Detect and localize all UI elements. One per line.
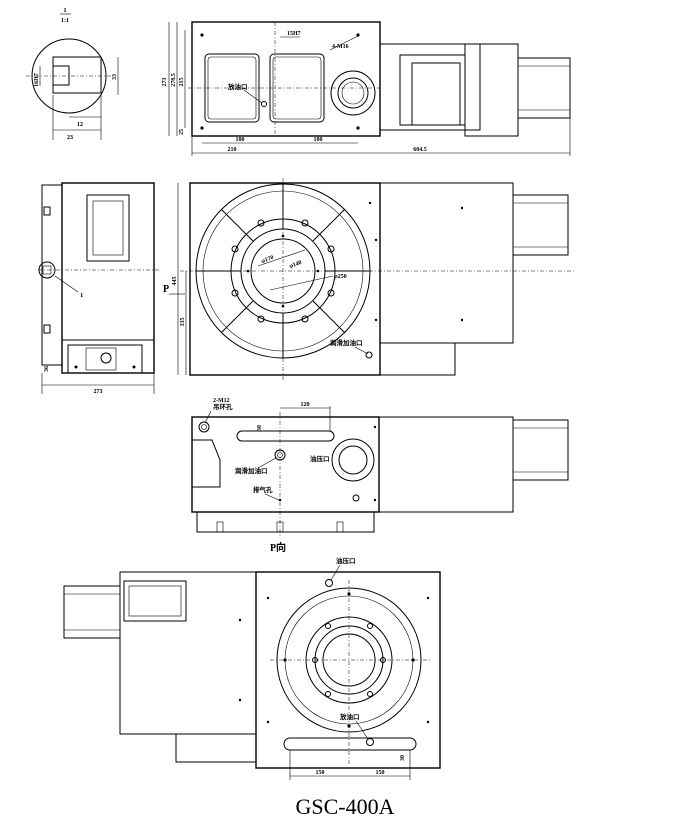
front-dim-phi250: φ250 bbox=[334, 274, 347, 280]
p-view: 2-M12 吊环孔 120 30 润滑加油口 油压口 排气孔 P向 bbox=[191, 398, 569, 554]
bottom-dim-150b: 150 bbox=[376, 770, 385, 776]
detail-dim-16h7: 16H7 bbox=[34, 73, 40, 87]
p-label-vent: 排气孔 bbox=[253, 485, 273, 494]
bottom-dim-150a: 150 bbox=[316, 770, 325, 776]
p-view-title: P向 bbox=[270, 541, 286, 554]
top-dim-25: 25 bbox=[179, 129, 185, 135]
p-label-lifting: 吊环孔 bbox=[213, 402, 233, 411]
detail-scale: 1:1 bbox=[61, 18, 69, 24]
p-dim-120: 120 bbox=[301, 402, 310, 408]
top-dim-604: 604.5 bbox=[413, 147, 427, 153]
detail-dim-33: 33 bbox=[112, 74, 118, 80]
p-label-lube: 润滑加油口 bbox=[235, 466, 268, 475]
detail-dim-23: 23 bbox=[67, 135, 73, 141]
top-label-drain: 放油口 bbox=[227, 82, 248, 91]
side-dim-273: 273 bbox=[94, 389, 103, 395]
detail-dim-12: 12 bbox=[77, 122, 83, 128]
p-dim-2m12: 2-M12 bbox=[213, 398, 230, 404]
top-dim-278: 278.5 bbox=[171, 73, 177, 87]
top-dim-215: 215 bbox=[179, 78, 185, 87]
detail-view-1: 1 1:1 16H7 33 12 23 bbox=[26, 7, 119, 141]
bottom-dim-30: 30 bbox=[400, 755, 406, 761]
side-dim-36: 36 bbox=[44, 366, 50, 372]
top-view: 放油口 273 278.5 215 15H7 4-M16 25 180 180 … bbox=[162, 21, 571, 156]
front-dim-phi140: φ140 bbox=[289, 260, 303, 270]
bottom-label-drain: 放油口 bbox=[339, 712, 360, 721]
top-dim-210: 210 bbox=[228, 147, 237, 153]
side-view: 1 273 36 bbox=[38, 182, 160, 395]
front-label-lube: 润滑加油口 bbox=[330, 338, 363, 347]
top-dim-4m16: 4-M16 bbox=[332, 44, 349, 50]
p-label-oil-pressure: 油压口 bbox=[310, 454, 330, 463]
model-title: GSC-400A bbox=[295, 794, 394, 819]
front-dim-phi170: φ170 bbox=[261, 255, 275, 265]
p-dim-30: 30 bbox=[257, 425, 263, 431]
side-label-1: 1 bbox=[80, 292, 83, 299]
front-dim-335: 335 bbox=[180, 318, 186, 327]
detail-number: 1 bbox=[63, 7, 66, 14]
bottom-label-oil-pressure: 油压口 bbox=[336, 556, 356, 565]
top-dim-180b: 180 bbox=[314, 137, 323, 143]
front-label-p: P bbox=[163, 284, 169, 295]
top-dim-15h7: 15H7 bbox=[287, 31, 301, 37]
front-view: φ170 φ140 φ250 润滑加油口 P 445 335 bbox=[163, 178, 575, 380]
top-dim-273: 273 bbox=[162, 78, 168, 87]
bottom-view: 油压口 放油口 150 150 30 bbox=[63, 556, 441, 780]
top-dim-180a: 180 bbox=[236, 137, 245, 143]
front-dim-445: 445 bbox=[172, 277, 178, 286]
